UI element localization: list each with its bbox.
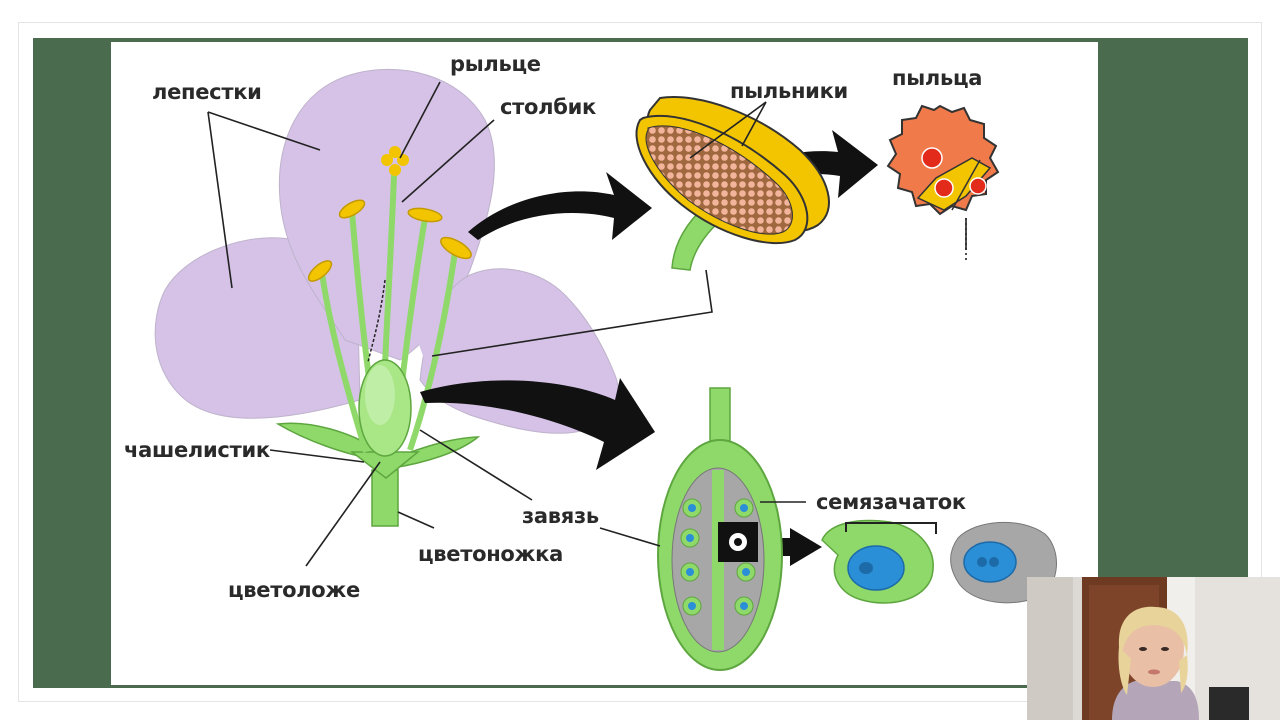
petals-group — [154, 68, 619, 434]
filament-4 — [407, 251, 458, 451]
webcam-overlay — [1027, 577, 1280, 720]
pollen-grain — [886, 104, 1000, 216]
label-petals: лепестки — [152, 80, 262, 104]
label-ovule: семязачаток — [816, 490, 966, 514]
label-pollen: пыльца — [892, 66, 983, 90]
ovule-closeup-1 — [821, 519, 934, 604]
sepal-left — [275, 422, 381, 461]
pedicel — [371, 469, 399, 527]
arrow-to-ovary — [420, 378, 655, 470]
stamens — [307, 199, 472, 453]
arrow-to-anther — [468, 172, 652, 240]
anther-4 — [440, 236, 472, 260]
sepal-right — [389, 436, 481, 469]
label-stigma: рыльце — [450, 52, 541, 76]
anther-1 — [307, 260, 333, 282]
label-ovary: завязь — [522, 504, 599, 528]
anther-3 — [407, 207, 443, 223]
filament-1 — [319, 272, 369, 453]
ovary-section — [657, 387, 783, 671]
label-pedicel: цветоножка — [418, 542, 563, 566]
label-sepal: чашелистик — [124, 438, 270, 462]
webcam-video — [1027, 577, 1280, 720]
label-anthers: пыльники — [730, 79, 848, 103]
anther-closeup — [635, 96, 830, 271]
label-receptacle: цветоложе — [228, 578, 360, 602]
anther-2 — [338, 199, 366, 219]
label-style: столбик — [500, 95, 596, 119]
arrow-to-ovule — [758, 528, 822, 566]
style — [382, 174, 397, 366]
leader-lines — [207, 81, 967, 567]
